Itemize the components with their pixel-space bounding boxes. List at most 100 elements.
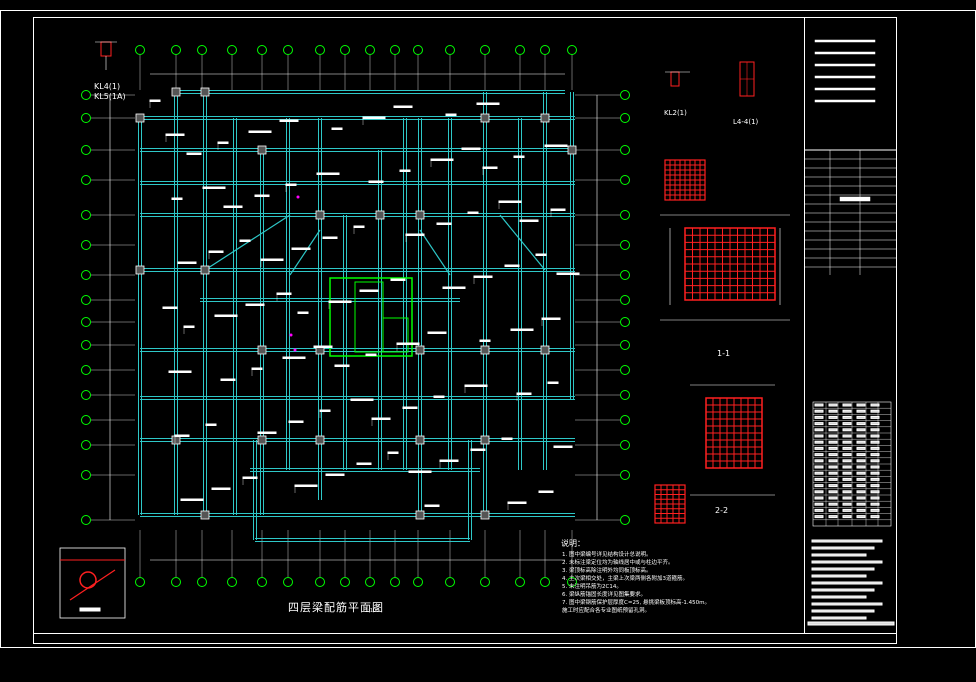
schedule-cell-text [814, 515, 824, 519]
axis-bubble-right [620, 470, 630, 480]
axis-bubble-top [315, 45, 325, 55]
schedule-cell-text [814, 415, 824, 419]
beam-label-klb: KL5(1A) [94, 92, 126, 101]
schedule-cell-text [828, 477, 838, 481]
axis-bubble-bottom [257, 577, 267, 587]
rebar-callout [328, 300, 352, 303]
rebar-callout [461, 147, 481, 150]
rebar-callout [220, 378, 236, 381]
column [480, 510, 490, 520]
rebar-callout [331, 127, 343, 130]
axis-bubble-top [197, 45, 207, 55]
schedule-cell-text [842, 453, 852, 457]
rebar-callout [430, 158, 454, 161]
detail-hook [79, 571, 97, 589]
title-notes-bar [811, 539, 883, 543]
rebar-callout [439, 459, 459, 462]
schedule-cell-text [870, 440, 880, 444]
title-notes-bar [811, 609, 875, 613]
beam-label-kl2: KL2(1) [664, 109, 687, 117]
schedule-cell-text [870, 484, 880, 488]
schedule-cell-text [856, 403, 866, 407]
title-block-text-bar [814, 75, 876, 79]
rebar-callout [442, 286, 466, 289]
schedule-cell-text [856, 484, 866, 488]
rebar-callout [390, 278, 406, 281]
rebar-callout [353, 225, 365, 228]
detail-caption [79, 607, 101, 612]
rebar-callout [149, 99, 161, 102]
column [171, 87, 181, 97]
axis-bubble-right [620, 270, 630, 280]
schedule-cell-text [856, 496, 866, 500]
rebar-callout [205, 423, 217, 426]
column [540, 113, 550, 123]
notes-item: 4. 主次梁相交处，主梁上次梁两侧各附加3道箍筋。 [562, 574, 688, 582]
column [480, 113, 490, 123]
schedule-cell-text [856, 446, 866, 450]
axis-bubble-bottom [480, 577, 490, 587]
axis-bubble-right [620, 145, 630, 155]
schedule-cell-text [842, 496, 852, 500]
schedule-cell-text [828, 440, 838, 444]
rebar-callout [288, 420, 304, 423]
notes-item: 1. 图中梁编号详见结构设计总说明。 [562, 550, 652, 558]
rebar-callout [313, 345, 333, 348]
axis-bubble-top [567, 45, 577, 55]
schedule-cell-text [814, 508, 824, 512]
axis-bubble-top [540, 45, 550, 55]
marker [289, 333, 293, 337]
rebar-callout [239, 239, 251, 242]
rebar-callout [165, 133, 185, 136]
rebar-callout [254, 194, 270, 197]
title-notes-bar [811, 616, 867, 620]
title-notes-bar [811, 560, 883, 564]
axis-bubble-left [81, 515, 91, 525]
rebar-callout [498, 200, 522, 203]
beam-label-l44: L4-4(1) [733, 118, 759, 126]
schedule-cell-text [828, 428, 838, 432]
core-shaft [354, 281, 384, 353]
axis-bubble-top [340, 45, 350, 55]
column [257, 145, 267, 155]
schedule-cell-text [842, 515, 852, 519]
title-notes-bar [807, 621, 895, 626]
schedule-cell-text [842, 465, 852, 469]
axis-bubble-left [81, 175, 91, 185]
rebar-callout [402, 406, 418, 409]
axis-bubble-left [81, 415, 91, 425]
title-block-text-bar [814, 63, 876, 67]
schedule-cell-text [814, 477, 824, 481]
section-1-1-label: 1-1 [717, 349, 731, 358]
notes-item: 施工时应配合各专业图纸预留孔洞。 [562, 606, 650, 614]
schedule-cell-text [856, 471, 866, 475]
schedule-cell-text [842, 422, 852, 426]
title-notes-bar [811, 595, 867, 599]
marker [296, 195, 300, 199]
rebar-callout [538, 490, 554, 493]
axis-bubble-right [620, 240, 630, 250]
schedule-cell-text [856, 422, 866, 426]
axis-bubble-bottom [445, 577, 455, 587]
rebar-callout [282, 356, 306, 359]
schedule-cell-text [856, 409, 866, 413]
schedule-cell-text [814, 459, 824, 463]
rebar-callout [482, 166, 498, 169]
axis-bubble-bottom [135, 577, 145, 587]
schedule-cell-text [828, 508, 838, 512]
schedule-cell-text [842, 415, 852, 419]
column [200, 510, 210, 520]
axis-bubble-top [283, 45, 293, 55]
schedule-cell-text [856, 415, 866, 419]
schedule-cell-text [814, 453, 824, 457]
rebar-callout [393, 105, 413, 108]
plan-scale: 1:100 [365, 608, 380, 614]
axis-bubble-right [620, 390, 630, 400]
schedule-cell-text [870, 515, 880, 519]
schedule-cell-text [828, 459, 838, 463]
schedule-cell-text [814, 465, 824, 469]
axis-bubble-right [620, 415, 630, 425]
column [480, 435, 490, 445]
notes-item: 2. 未标注梁定位均为轴线居中或与柱边平齐。 [562, 558, 674, 566]
axis-bubble-bottom [197, 577, 207, 587]
